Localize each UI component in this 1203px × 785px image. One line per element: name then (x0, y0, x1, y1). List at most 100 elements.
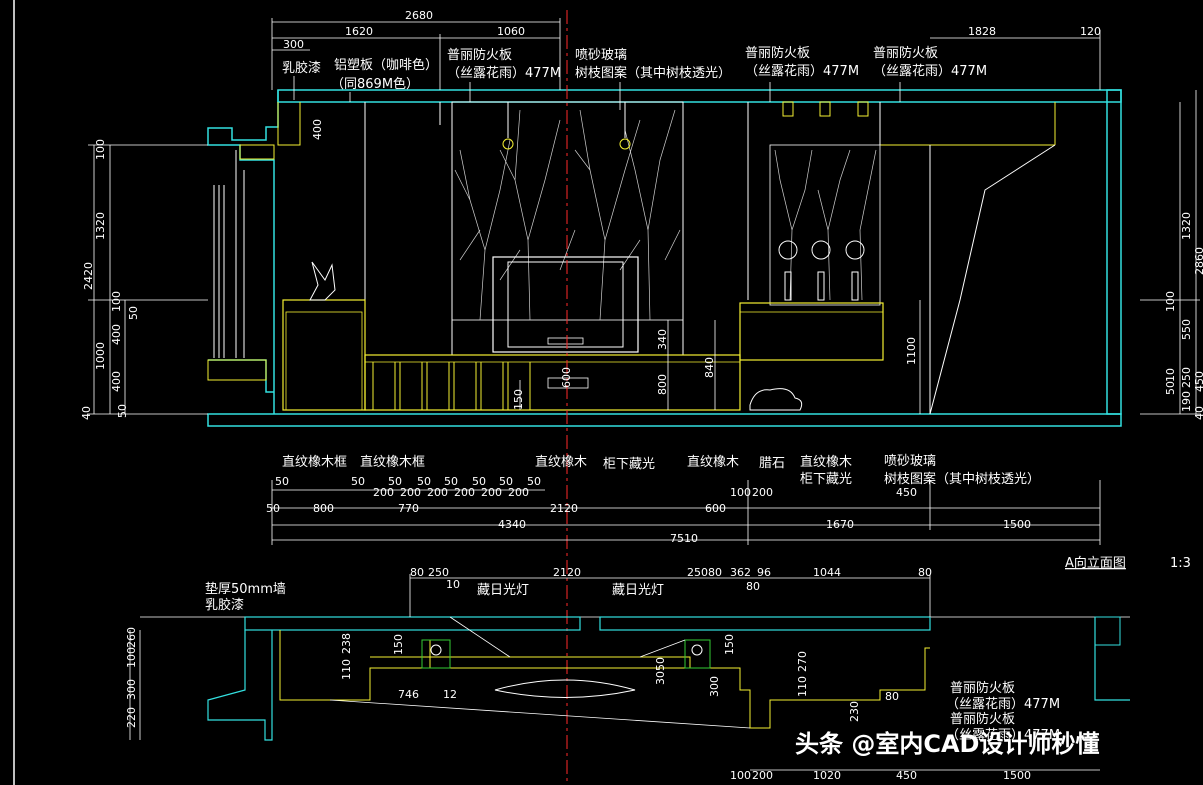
dim-text: 1620 (345, 25, 373, 38)
dim-text: 80 (918, 566, 932, 579)
dim-text: 2860 (1193, 247, 1203, 275)
dim-text: 300 (283, 38, 304, 51)
dim-text: 4340 (498, 518, 526, 531)
bottom-dimension-lines (271, 480, 1101, 545)
dim-text: 50 (275, 475, 289, 488)
material-label: 普丽防火板 (873, 45, 938, 61)
dim-text: 12 (443, 688, 457, 701)
watermark: 头条 @室内CAD设计师秒懂 (795, 730, 1099, 758)
material-label: 树枝图案（其中树枝透光） (884, 472, 1040, 487)
section-left-wall (207, 630, 273, 741)
dim-text: 100 (125, 647, 138, 668)
dim-text: 200 (508, 486, 529, 499)
vase (817, 271, 825, 301)
dim-text: 50 (388, 475, 402, 488)
material-label: 乳胶漆 (282, 60, 321, 76)
pendant-lamp (619, 138, 631, 150)
section-label: 藏日光灯 (612, 583, 664, 598)
section-label: 藏日光灯 (477, 583, 529, 598)
dim-text: 230 (848, 701, 861, 722)
stone-rock (749, 388, 803, 411)
spot-light (819, 101, 831, 117)
dim-text: 50 (527, 475, 541, 488)
dim-text: 40 (1193, 406, 1203, 420)
right-tree-branches (774, 149, 877, 301)
dim-text: 1500 (1003, 769, 1031, 782)
flower (811, 240, 831, 260)
dim-text: 150 (392, 634, 405, 655)
cabinet-dividers (372, 362, 531, 410)
material-label: 柜下藏光 (603, 457, 655, 472)
elevation-text: 2680 1620 1060 300 1828 120 乳胶漆 铝塑板（咖啡色）… (80, 9, 1203, 571)
material-label: 普丽防火板 (447, 47, 512, 63)
tv-cabinet (364, 354, 741, 411)
material-label: 树枝图案（其中树枝透光） (575, 66, 731, 81)
material-label: 直纹橡木框 (360, 455, 425, 470)
dim-text: 120 (1080, 25, 1101, 38)
dim-text: 800 (656, 374, 669, 395)
lamp-symbol (430, 644, 442, 656)
light-trough (370, 656, 691, 669)
dim-text: 190 (1180, 391, 1193, 412)
ceiling-section-view (129, 574, 1130, 771)
dvd-player (547, 377, 589, 389)
dim-text: 550 (1180, 319, 1193, 340)
soffit-profile-right (690, 639, 930, 729)
material-label: （丝露花雨）477M (745, 63, 859, 79)
dim-text: 50 (116, 404, 129, 418)
dim-text: 400 (110, 324, 123, 345)
section-slab-left (244, 616, 581, 631)
tv-buttons (547, 337, 584, 345)
section-right-column (1094, 616, 1121, 646)
dim-text: 450 (896, 769, 917, 782)
right-wall (1106, 89, 1122, 415)
material-label: 铝塑板（咖啡色） (334, 57, 438, 73)
dim-text: 7510 (670, 532, 698, 545)
dim-text: 1100 (905, 337, 918, 365)
dim-text: 100 (94, 139, 107, 160)
dim-text: 150 (512, 389, 525, 410)
spot-light (782, 101, 794, 117)
dim-text: 150 (723, 634, 736, 655)
vase (851, 271, 859, 301)
dim-text: 50 (444, 475, 458, 488)
dim-text: 100 (730, 769, 751, 782)
top-dimension-lines (271, 18, 1101, 90)
dim-text: 50 (351, 475, 365, 488)
material-label: 普丽防火板 (745, 45, 810, 61)
dim-text: 2680 (405, 9, 433, 22)
label-leaders (293, 76, 901, 110)
material-label: 直纹橡木 (535, 455, 587, 470)
dim-text: 1044 (813, 566, 841, 579)
dim-text: 50 (1164, 381, 1177, 395)
dim-text: 40 (80, 406, 93, 420)
dim-text: 1670 (826, 518, 854, 531)
tv-screen (507, 261, 624, 348)
diagonal-panel-line (929, 144, 1056, 415)
dim-text: 250 (1180, 367, 1193, 388)
dim-text: 80 (885, 690, 899, 703)
right-dimension-lines (1140, 90, 1200, 415)
section-label: 垫厚50mm墙 (205, 581, 286, 597)
dim-text: 300 (125, 679, 138, 700)
dim-text: 200 (427, 486, 448, 499)
dim-text: 110 (796, 676, 809, 697)
lamp-symbol (691, 644, 703, 656)
dim-text: 50 (127, 306, 140, 320)
dim-text: 600 (560, 367, 573, 388)
dim-text: 200 (373, 486, 394, 499)
window-sill-box (207, 359, 267, 381)
lamp-box-left (421, 639, 451, 669)
tree-branches (454, 109, 681, 321)
material-label: 直纹橡木 (687, 455, 739, 470)
dim-text: 2120 (550, 502, 578, 515)
dim-text: 1060 (497, 25, 525, 38)
dim-text: 3050 (654, 657, 667, 685)
material-label: 腊石 (759, 456, 785, 471)
lamp-box-right (684, 639, 711, 669)
dim-text: 300 (708, 676, 721, 697)
right-cabinet (739, 302, 884, 361)
dim-text: 200 (454, 486, 475, 499)
dim-text: 50 (472, 475, 486, 488)
